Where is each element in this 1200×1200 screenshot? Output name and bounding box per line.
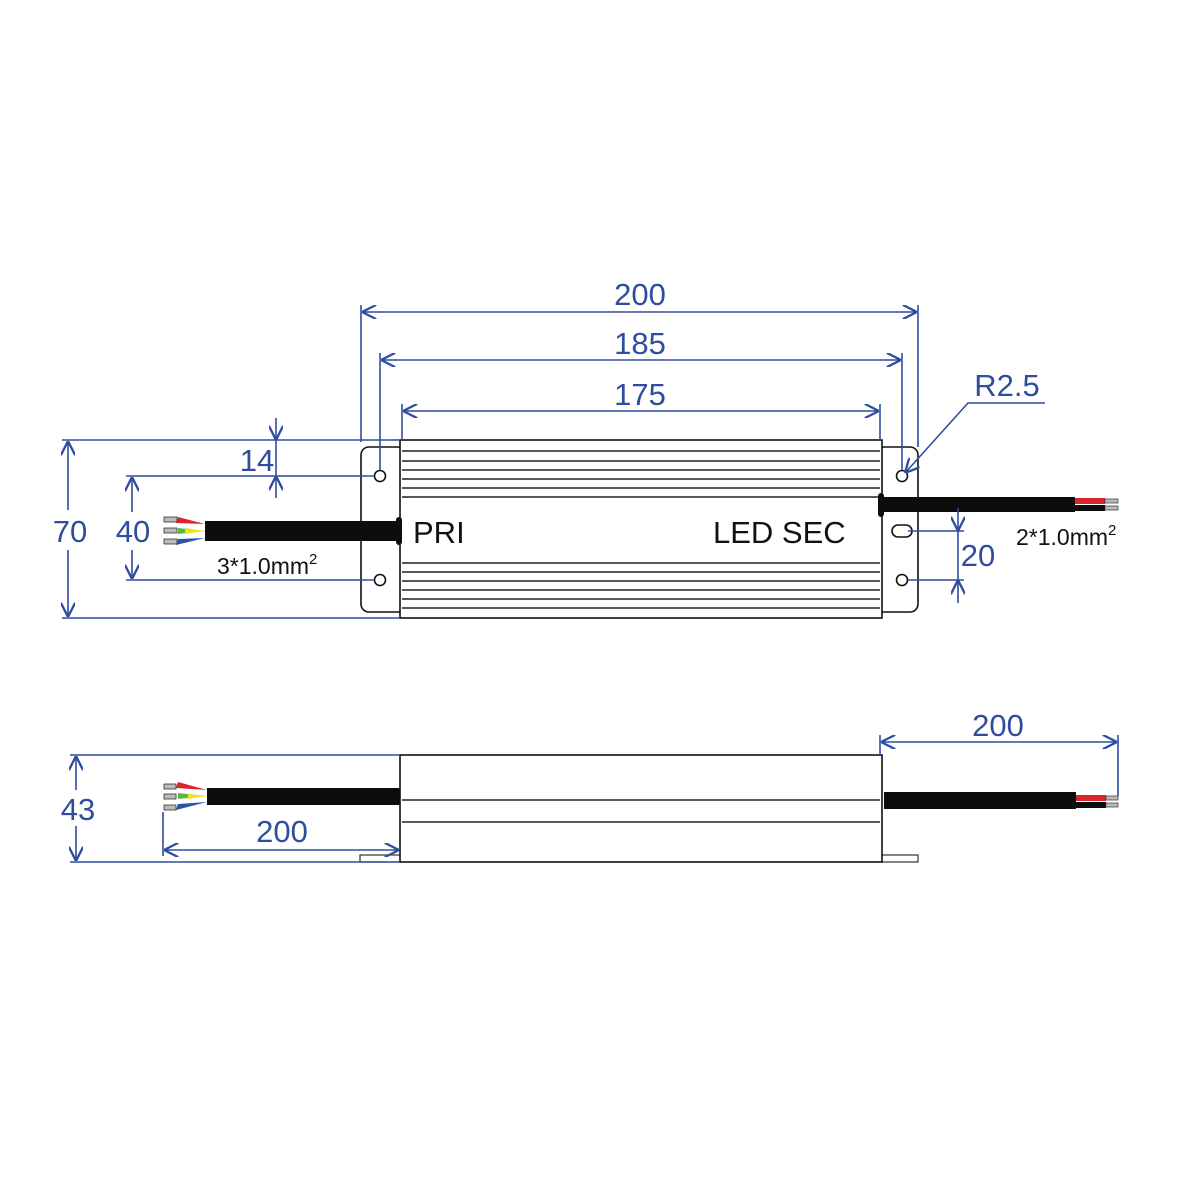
side-input-cable — [163, 782, 400, 811]
output-cable — [878, 493, 1119, 517]
side-tab-left — [359, 854, 403, 863]
cooling-fins — [402, 450, 880, 609]
dim-hole-offset: 14 — [240, 443, 274, 478]
side-housing — [399, 754, 883, 863]
dim-hole-pitch: 185 — [614, 326, 666, 361]
input-cable — [163, 516, 402, 545]
dim-body-length: 175 — [614, 377, 666, 412]
mount-hole-icon — [373, 469, 387, 483]
dim-overall-width: 70 — [53, 514, 87, 549]
side-view: 43 200 200 — [61, 708, 1119, 863]
secondary-label: LED SEC — [713, 515, 846, 550]
mount-hole-icon — [895, 573, 909, 587]
dim-overall-length: 200 — [614, 277, 666, 312]
primary-label: PRI — [413, 515, 465, 550]
dim-height: 43 — [61, 792, 95, 827]
output-cable-label: 2*1.0mm2 — [1016, 522, 1116, 550]
top-view: PRI LED SEC 3*1.0mm2 2*1.0mm2 200 185 — [53, 277, 1119, 619]
dim-output-cable-length: 200 — [972, 708, 1024, 743]
dimension-lines — [62, 305, 1045, 619]
dim-radius: R2.5 — [974, 368, 1039, 403]
input-cable-label: 3*1.0mm2 — [217, 551, 317, 579]
dim-input-cable-length: 200 — [256, 814, 308, 849]
dim-hole-spacing: 40 — [116, 514, 150, 549]
side-output-cable — [884, 792, 1119, 809]
side-dimension-lines — [70, 735, 1119, 863]
side-tab-right — [879, 854, 919, 863]
mount-hole-icon — [373, 573, 387, 587]
dim-slot-offset: 20 — [961, 538, 995, 573]
